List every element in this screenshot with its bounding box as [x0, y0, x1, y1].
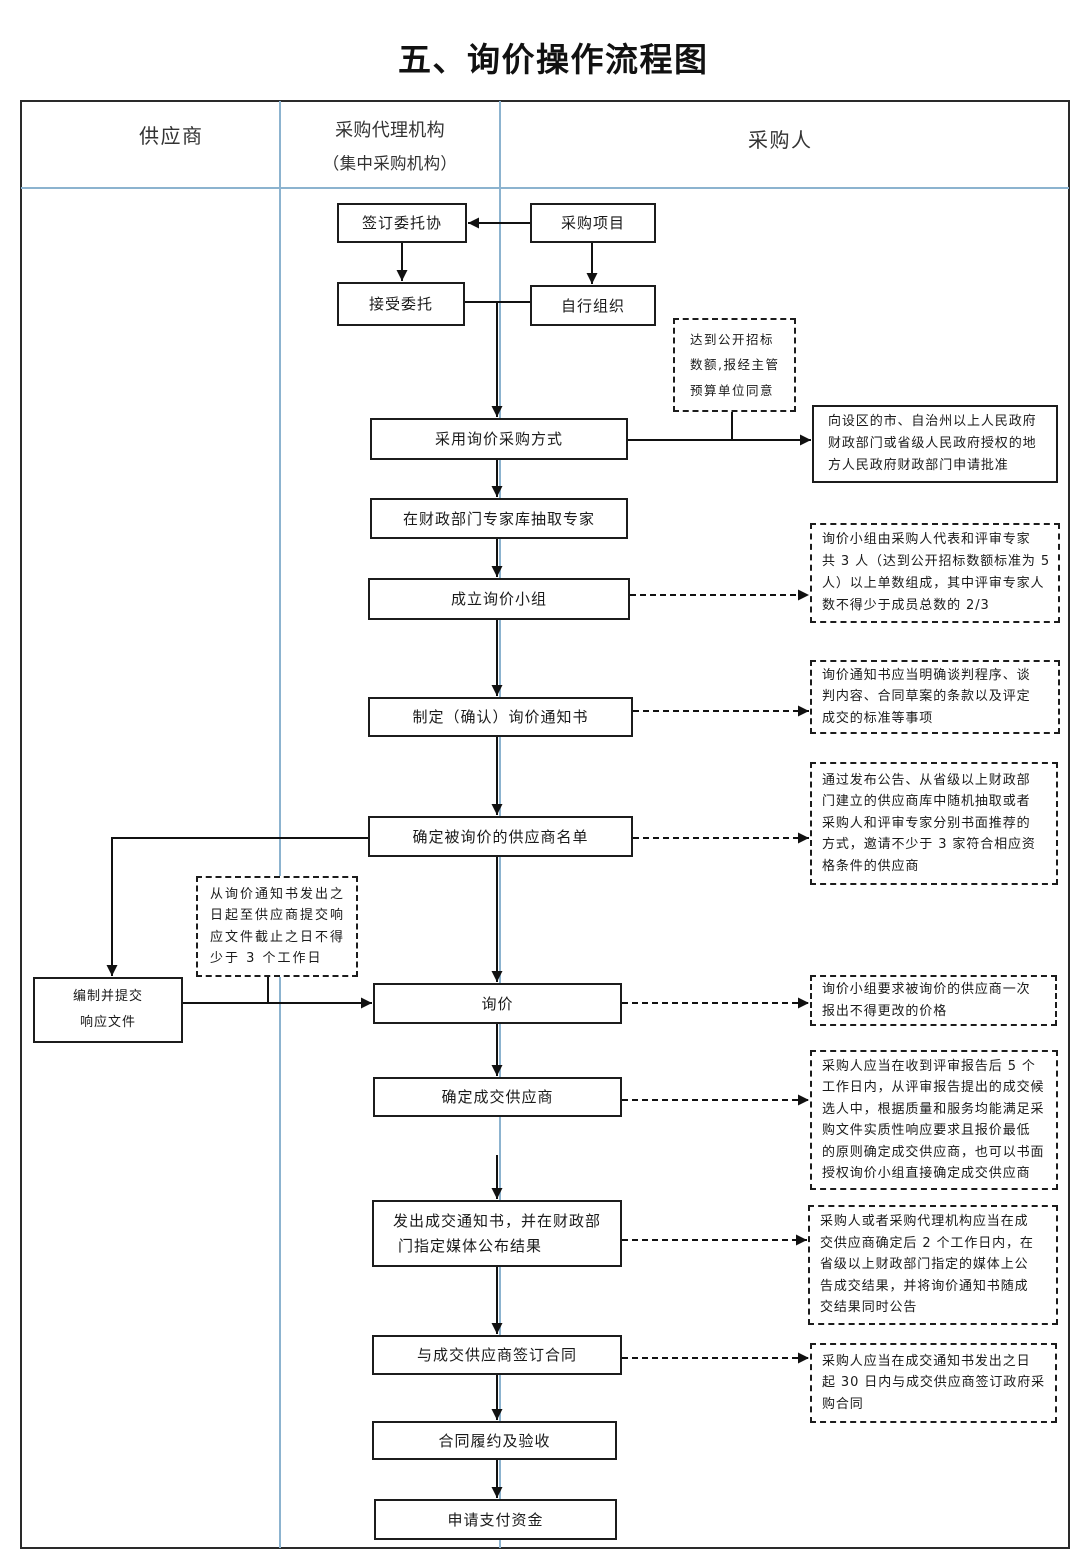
draw-experts-label: 在财政部门专家库抽取专家 — [402, 509, 595, 528]
request-payment-label: 申请支付资金 — [447, 1510, 544, 1529]
arrow-list-to-response — [106, 837, 368, 976]
page-title: 五、询价操作流程图 — [398, 40, 709, 79]
note-line: 数不得少于成员总数的 2/3 — [822, 598, 990, 613]
note-line: 少于 3 个工作日 — [210, 951, 323, 966]
supplier-selection-note: 通过发布公告、从省级以上财政部 门建立的供应商库中随机抽取或者 采购人和评审专家… — [810, 762, 1058, 885]
lane-header-supplier: 供应商 — [139, 123, 204, 149]
form-panel-box: 成立询价小组 — [368, 578, 630, 620]
supplier-list-label: 确定被询价的供应商名单 — [412, 827, 589, 846]
note-line: 的原则确定成交供应商，也可以书面 — [822, 1144, 1045, 1160]
note-line: 方式，邀请不少于 3 家符合相应资 — [822, 837, 1036, 853]
note-line: 选人中，根据质量和服务均能满足采 — [822, 1101, 1045, 1117]
note-line: 格条件的供应商 — [822, 858, 920, 874]
note-line: 起 30 日内与成交供应商签订政府采 — [822, 1375, 1046, 1391]
sign-contract-box: 与成交供应商签订合同 — [372, 1335, 622, 1375]
note-line: 授权询价小组直接确定成交供应商 — [822, 1166, 1031, 1181]
note-line: 采购人应当在收到评审报告后 5 个 — [822, 1058, 1036, 1074]
prepare-response-label: 响应文件 — [79, 1015, 136, 1030]
sign-agreement-label: 签订委托协 — [361, 214, 442, 232]
note-line: 共 3 人（达到公开招标数额标准为 5 — [822, 554, 1051, 569]
purchase-project-box: 采购项目 — [530, 203, 656, 243]
note-line: 报出不得更改的价格 — [822, 1003, 948, 1019]
note-line: 交供应商确定后 2 个工作日内，在 — [820, 1235, 1034, 1251]
prepare-response-box: 编制并提交 响应文件 — [33, 977, 183, 1043]
note-line: 购文件实质性响应要求且报价最低 — [822, 1123, 1031, 1138]
note-line: 采购人或者采购代理机构应当在成 — [820, 1214, 1029, 1230]
note-line: 数额,报经主管 — [690, 357, 780, 373]
fulfill-accept-label: 合同履约及验收 — [438, 1431, 551, 1450]
winner-selection-note: 采购人应当在收到评审报告后 5 个 工作日内，从评审报告提出的成交候 选人中，根… — [810, 1050, 1058, 1190]
note-line: 预算单位同意 — [690, 382, 775, 398]
inquiry-label: 询价 — [481, 994, 514, 1013]
self-organize-label: 自行组织 — [560, 296, 625, 315]
determine-winner-box: 确定成交供应商 — [373, 1077, 622, 1117]
sign-contract-label: 与成交供应商签订合同 — [416, 1346, 577, 1364]
note-line: 询价小组由采购人代表和评审专家 — [822, 532, 1031, 547]
supplier-list-box: 确定被询价的供应商名单 — [368, 816, 633, 857]
note-line: 采购人应当在成交通知书发出之日 — [822, 1353, 1031, 1369]
tender-threshold-note: 达到公开招标 数额,报经主管 预算单位同意 — [673, 318, 796, 412]
issue-notice-label: 发出成交通知书，并在财政部 — [393, 1211, 602, 1230]
issue-notice-box: 发出成交通知书，并在财政部 门指定媒体公布结果 — [372, 1200, 622, 1267]
self-organize-box: 自行组织 — [530, 285, 656, 326]
lane-header-purchaser: 采购人 — [748, 127, 813, 153]
notice-content-note: 询价通知书应当明确谈判程序、谈 判内容、合同草案的条款以及评定 成交的标准等事项 — [810, 660, 1060, 734]
purchase-project-label: 采购项目 — [560, 214, 625, 232]
note-line: 省级以上财政部门指定的媒体上公 — [820, 1257, 1029, 1273]
adopt-inquiry-label: 采用询价采购方式 — [434, 430, 563, 448]
response-deadline-note: 从询价通知书发出之 日起至供应商提交响 应文件截止之日不得 少于 3 个工作日 — [196, 876, 358, 977]
result-publication-note: 采购人或者采购代理机构应当在成 交供应商确定后 2 个工作日内，在 省级以上财政… — [808, 1205, 1058, 1325]
draw-experts-box: 在财政部门专家库抽取专家 — [370, 498, 628, 539]
lane-header-agency-sublabel: （集中采购机构） — [322, 154, 458, 173]
note-line: 成交的标准等事项 — [822, 710, 934, 726]
contract-deadline-note: 采购人应当在成交通知书发出之日 起 30 日内与成交供应商签订政府采 购合同 — [810, 1343, 1057, 1423]
note-line: 询价小组要求被询价的供应商一次 — [822, 982, 1031, 997]
request-payment-box: 申请支付资金 — [374, 1499, 617, 1540]
draft-notice-label: 制定（确认）询价通知书 — [412, 708, 589, 726]
lane-header-supplier-label: 供应商 — [139, 124, 204, 148]
note-line: 人）以上单数组成，其中评审专家人 — [822, 576, 1045, 591]
note-line: 交结果同时公告 — [820, 1300, 918, 1316]
note-line: 门建立的供应商库中随机抽取或者 — [822, 794, 1031, 810]
note-line: 从询价通知书发出之 — [210, 886, 346, 902]
lane-header-agency-label: 采购代理机构 — [335, 120, 445, 141]
approval-request-box: 向设区的市、自治州以上人民政府 财政部门或省级人民政府授权的地 方人民政府财政部… — [812, 405, 1058, 483]
note-line: 购合同 — [822, 1396, 864, 1412]
inquiry-box: 询价 — [373, 983, 622, 1024]
sign-agreement-box: 签订委托协 — [337, 203, 467, 243]
lane-header-purchaser-label: 采购人 — [748, 128, 813, 152]
lane-header-agency: 采购代理机构 （集中采购机构） — [282, 114, 498, 180]
draft-notice-box: 制定（确认）询价通知书 — [368, 697, 633, 737]
approval-line: 方人民政府财政部门申请批准 — [828, 458, 1009, 473]
note-line: 通过发布公告、从省级以上财政部 — [822, 772, 1031, 788]
note-line: 采购人和评审专家分别书面推荐的 — [822, 815, 1031, 831]
determine-winner-label: 确定成交供应商 — [441, 1088, 554, 1106]
form-panel-label: 成立询价小组 — [450, 590, 547, 608]
note-line: 应文件截止之日不得 — [210, 929, 346, 945]
note-line: 告成交结果，并将询价通知书随成 — [820, 1278, 1029, 1294]
swimlane-frame — [20, 100, 1070, 1549]
approval-line: 向设区的市、自治州以上人民政府 — [828, 414, 1037, 429]
fulfill-accept-box: 合同履约及验收 — [372, 1421, 617, 1460]
single-quote-note: 询价小组要求被询价的供应商一次 报出不得更改的价格 — [810, 975, 1057, 1026]
note-line: 达到公开招标 — [690, 331, 775, 347]
panel-composition-note: 询价小组由采购人代表和评审专家 共 3 人（达到公开招标数额标准为 5 人）以上… — [810, 523, 1060, 623]
flow-arrows — [106, 217, 811, 1498]
approval-line: 财政部门或省级人民政府授权的地 — [828, 436, 1037, 451]
note-line: 工作日内，从评审报告提出的成交候 — [822, 1080, 1045, 1095]
accept-entrust-box: 接受委托 — [337, 282, 465, 326]
note-line: 判内容、合同草案的条款以及评定 — [822, 689, 1031, 705]
adopt-inquiry-box: 采用询价采购方式 — [370, 418, 628, 460]
note-line: 询价通知书应当明确谈判程序、谈 — [822, 667, 1031, 683]
note-line: 日起至供应商提交响 — [210, 908, 346, 923]
accept-entrust-label: 接受委托 — [368, 295, 433, 313]
prepare-response-label: 编制并提交 — [72, 989, 143, 1004]
issue-notice-label: 门指定媒体公布结果 — [398, 1236, 543, 1255]
